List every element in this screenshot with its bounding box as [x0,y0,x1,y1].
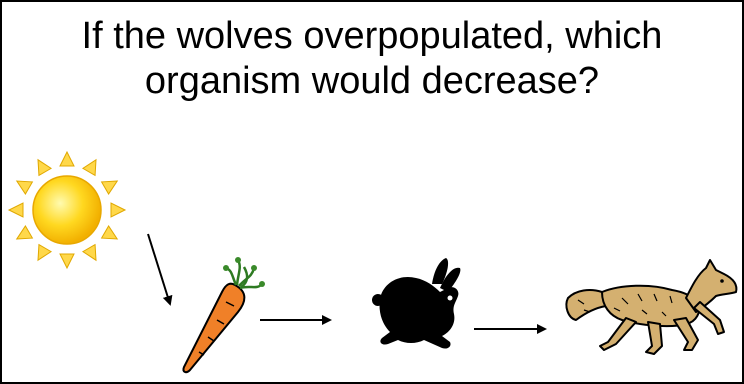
sun-icon [9,152,125,268]
carrot-icon [183,257,265,372]
arrow-sun-to-carrot [148,234,170,304]
rabbit-icon [372,258,460,349]
wolf-icon [566,260,736,354]
